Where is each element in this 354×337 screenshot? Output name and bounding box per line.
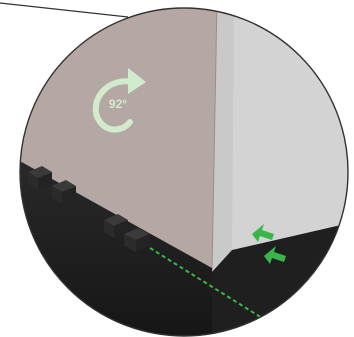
alignment-dashed-line [149,247,263,319]
wall-edge [212,8,234,272]
spacer-blocks [28,166,150,252]
callout-leader-line [0,2,129,18]
double-arrow-down-left-icon [252,224,286,264]
spacer-block [124,228,150,252]
rotation-angle-label: 92° [109,97,127,111]
magnifier-lens-outline [19,7,349,337]
spacer-block [52,180,76,204]
spacer-block [28,166,52,190]
spacer-block [104,214,128,238]
rotate-clockwise-arrow-icon [92,68,146,133]
